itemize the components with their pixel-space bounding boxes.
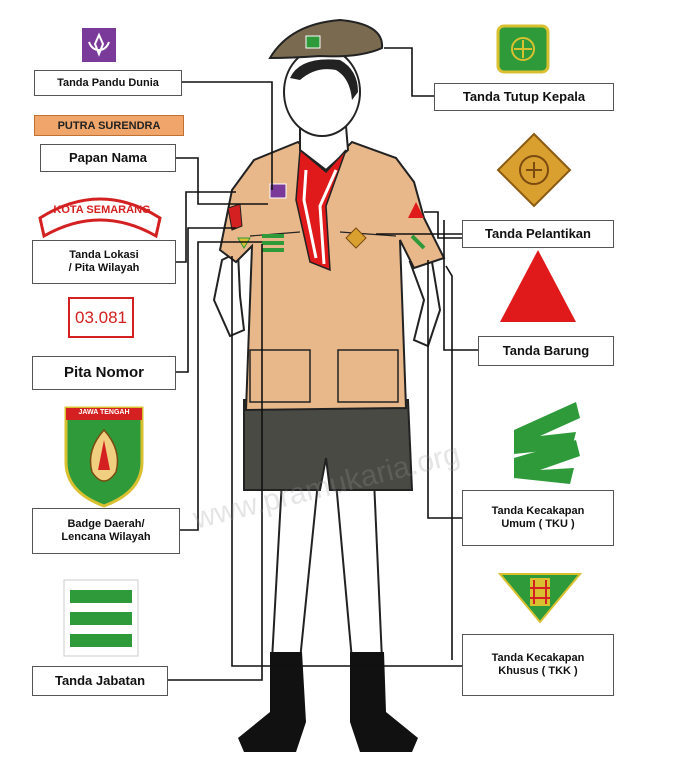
tku-badge-upper <box>514 402 580 454</box>
label-tanda-lokasi-line1: Tanda Lokasi <box>69 249 139 262</box>
left-forearm <box>212 250 246 338</box>
left-pocket <box>249 349 311 403</box>
label-tkk: Tanda Kecakapan Khusus ( TKK ) <box>462 634 614 696</box>
sleeve-green-stripe <box>410 234 426 250</box>
shirt-gold-badge <box>345 227 367 249</box>
right-leg <box>334 478 384 661</box>
label-pita-nomor: Pita Nomor <box>32 356 176 390</box>
right-forearm <box>408 261 442 348</box>
sleeve-yellow-badge <box>237 237 251 249</box>
label-tkk-line1: Tanda Kecakapan <box>491 652 585 665</box>
label-papan-nama: Papan Nama <box>40 144 176 172</box>
sleeve-red-triangle <box>408 202 424 218</box>
label-barung: Tanda Barung <box>478 336 614 366</box>
connector-lines <box>168 47 478 681</box>
sleeve-red-tab <box>227 203 243 231</box>
label-jabatan: Tanda Jabatan <box>32 666 168 696</box>
barung-badge <box>500 250 576 322</box>
label-tanda-lokasi-line2: / Pita Wilayah <box>68 262 140 274</box>
label-badge-daerah-line2: Lencana Wilayah <box>61 531 151 543</box>
label-tutup-kepala: Tanda Tutup Kepala <box>434 83 614 111</box>
label-tku-line1: Tanda Kecakapan <box>491 505 585 518</box>
jawa-tengah-text: JAWA TENGAH <box>78 409 130 416</box>
kota-semarang-badge <box>38 197 162 239</box>
right-shoe <box>350 652 418 752</box>
tku-badge-lower <box>514 440 580 484</box>
label-tkk-line2: Khusus ( TKK ) <box>498 665 578 677</box>
left-shoe <box>238 652 306 752</box>
kota-semarang-text: KOTA SEMARANG <box>53 204 151 216</box>
label-pandu-dunia: Tanda Pandu Dunia <box>34 70 182 96</box>
beret <box>268 18 384 60</box>
putra-surendra-name-tag: PUTRA SURENDRA <box>34 115 184 136</box>
beret-badge <box>305 35 321 49</box>
label-badge-daerah-line1: Badge Daerah/ <box>67 518 145 531</box>
label-tku: Tanda Kecakapan Umum ( TKU ) <box>462 490 614 546</box>
shorts <box>243 399 414 491</box>
hair <box>290 59 358 100</box>
label-badge-daerah: Badge Daerah/ Lencana Wilayah <box>32 508 180 554</box>
label-tanda-lokasi: Tanda Lokasi / Pita Wilayah <box>32 240 176 284</box>
right-pocket <box>337 349 399 403</box>
label-tku-line2: Umum ( TKU ) <box>501 518 575 530</box>
shirt-purple-badge <box>269 183 287 199</box>
pita-nomor-value: 03.081 <box>68 297 134 338</box>
label-pelantikan: Tanda Pelantikan <box>462 220 614 248</box>
